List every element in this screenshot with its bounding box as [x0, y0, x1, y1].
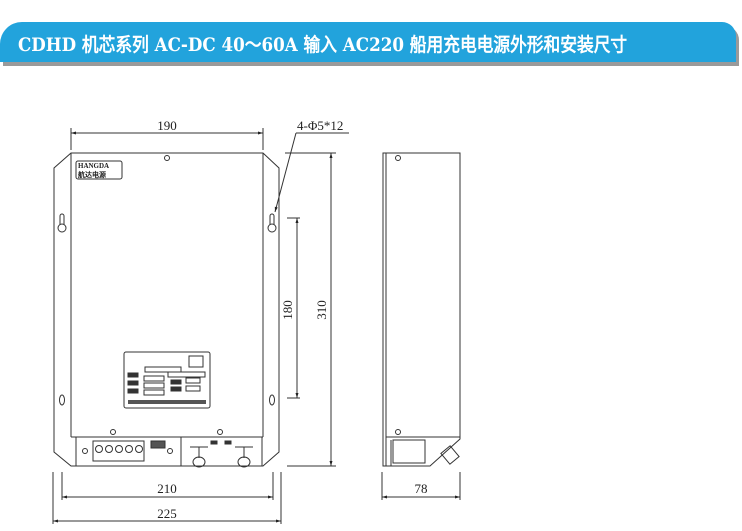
front-outline [53, 152, 280, 467]
dim-180-label: 180 [280, 300, 295, 320]
logo-en: HANGDA [78, 162, 109, 170]
page-title: CDHD 机芯系列 AC-DC 40～60A 输入 AC220 船用充电电源外形… [18, 34, 628, 56]
hole-leader [274, 132, 349, 213]
hole-spec-label: 4-Φ5*12 [297, 118, 343, 133]
nameplate [123, 351, 211, 409]
dim-225-label: 225 [157, 506, 177, 521]
header-banner: CDHD 机芯系列 AC-DC 40～60A 输入 AC220 船用充电电源外形… [0, 22, 736, 62]
screw-icon [167, 448, 173, 454]
screw-icon [395, 155, 401, 161]
dim-310 [285, 152, 336, 467]
front-view: HANGDA 航达电源 [53, 152, 280, 468]
screw-icon [395, 429, 401, 435]
side-view [382, 152, 461, 467]
logo-box [75, 160, 123, 180]
cable-gland-icon [235, 446, 253, 468]
dim-210-label: 210 [157, 481, 177, 496]
dim-190-label: 190 [157, 118, 177, 133]
terminal-block [92, 440, 166, 462]
dim-310-label: 310 [314, 300, 329, 320]
dim-190 [70, 128, 264, 150]
dim-78-label: 78 [415, 481, 428, 496]
dim-78 [381, 472, 461, 500]
screw-icon [217, 429, 223, 435]
dim-225 [52, 472, 282, 524]
screw-icon [164, 155, 170, 161]
dim-210 [61, 472, 274, 500]
keyhole-icon [267, 213, 277, 233]
screw-icon [82, 448, 88, 454]
mount-hole-icon [59, 394, 65, 406]
cable-gland-icon [190, 446, 208, 468]
dim-180 [287, 217, 300, 399]
logo-cn: 航达电源 [78, 170, 106, 179]
keyhole-icon [57, 213, 67, 233]
bottom-panel [75, 436, 263, 467]
screw-icon [110, 429, 116, 435]
mount-hole-icon [269, 394, 275, 406]
